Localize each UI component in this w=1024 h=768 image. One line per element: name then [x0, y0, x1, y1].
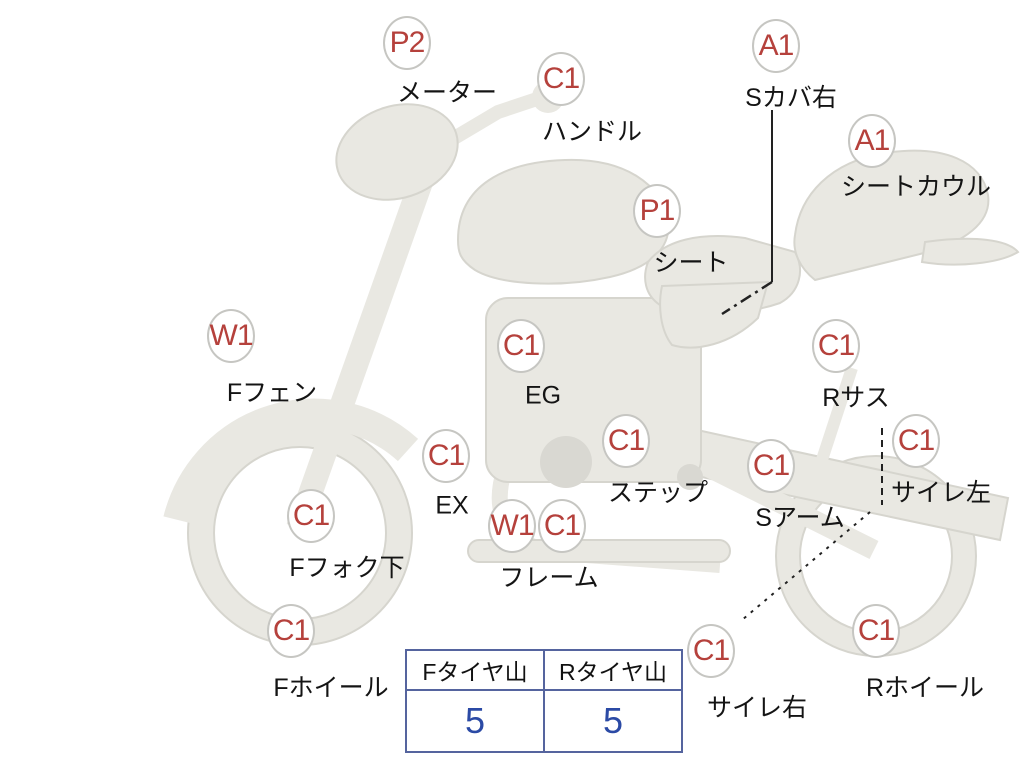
- tire-tread-rear-value: 5: [543, 689, 683, 753]
- part-name-label-step: ステップ: [607, 479, 709, 507]
- grade-badge-seat-cowl: A1: [848, 114, 896, 168]
- part-name-label-handlebar: ハンドル: [541, 118, 643, 146]
- leader-line-silencer-right: [741, 511, 871, 621]
- part-name-label-s-arm: Sアーム: [755, 504, 845, 532]
- part-name-label-silencer-left: サイレ左: [890, 479, 992, 507]
- side-cover: [659, 280, 770, 349]
- part-name-label-r-wheel: Rホイール: [865, 674, 985, 702]
- step-detail: [677, 464, 703, 490]
- tire-table-header-rear: Rタイヤ山: [543, 649, 683, 691]
- tire-tread-front-value: 5: [405, 689, 545, 753]
- grade-badge-frame: C1: [538, 499, 586, 553]
- tire-table-value-row: 5 5: [405, 689, 683, 753]
- grade-badge-s-arm: C1: [747, 439, 795, 493]
- part-name-label-f-fender: Fフェン: [226, 379, 318, 407]
- part-name-label-exhaust: EX: [435, 491, 469, 520]
- engine-case-detail: [540, 436, 592, 488]
- swingarm: [693, 453, 879, 559]
- grade-badge-exhaust: C1: [422, 429, 470, 483]
- tire-table-header-front: Fタイヤ山: [405, 649, 545, 691]
- front-fender-shape: [163, 398, 419, 524]
- grade-badge-engine: C1: [497, 319, 545, 373]
- part-name-label-seat-cowl: シートカウル: [840, 173, 992, 201]
- grade-badge-f-wheel: C1: [267, 604, 315, 658]
- leader-line-s-cover-dashdot: [721, 280, 773, 316]
- tire-table-header-row: Fタイヤ山 Rタイヤ山: [405, 649, 683, 691]
- part-name-label-f-wheel: Fホイール: [273, 674, 389, 702]
- meter-housing: [335, 103, 459, 201]
- grade-badge-f-fork-lower: C1: [287, 489, 335, 543]
- grade-badge-r-wheel: C1: [852, 604, 900, 658]
- grade-badge-s-cover-right: A1: [752, 19, 800, 73]
- fuel-tank: [456, 158, 670, 285]
- part-name-label-r-suspension: Rサス: [822, 384, 890, 412]
- part-name-label-seat: シート: [653, 249, 729, 277]
- tail-fin: [920, 237, 1020, 266]
- part-name-label-silencer-right: サイレ右: [706, 694, 808, 722]
- lower-frame-rail: [467, 539, 731, 563]
- grade-badge-silencer-left: C1: [892, 414, 940, 468]
- front-fork: [286, 135, 448, 533]
- part-name-label-f-fork-lower: Fフォク下: [289, 554, 405, 582]
- grade-badge-meter: P2: [383, 16, 431, 70]
- part-name-label-meter: メーター: [396, 79, 498, 107]
- grade-badge-seat: P1: [633, 184, 681, 238]
- part-name-label-s-cover-right: Sカバ右: [745, 84, 837, 112]
- tire-tread-table: Fタイヤ山 Rタイヤ山 5 5: [405, 649, 683, 753]
- grade-badge-handlebar: C1: [537, 52, 585, 106]
- part-name-label-frame: フレーム: [499, 564, 599, 592]
- grade-badge-step: C1: [602, 414, 650, 468]
- rear-suspension: [812, 366, 858, 474]
- grade-badge-r-suspension: C1: [812, 319, 860, 373]
- grade-badge-silencer-right: C1: [687, 624, 735, 678]
- grade-badge-f-fender: W1: [207, 309, 255, 363]
- grade-badge-frame-w: W1: [488, 499, 536, 553]
- part-name-label-engine: EG: [524, 381, 562, 410]
